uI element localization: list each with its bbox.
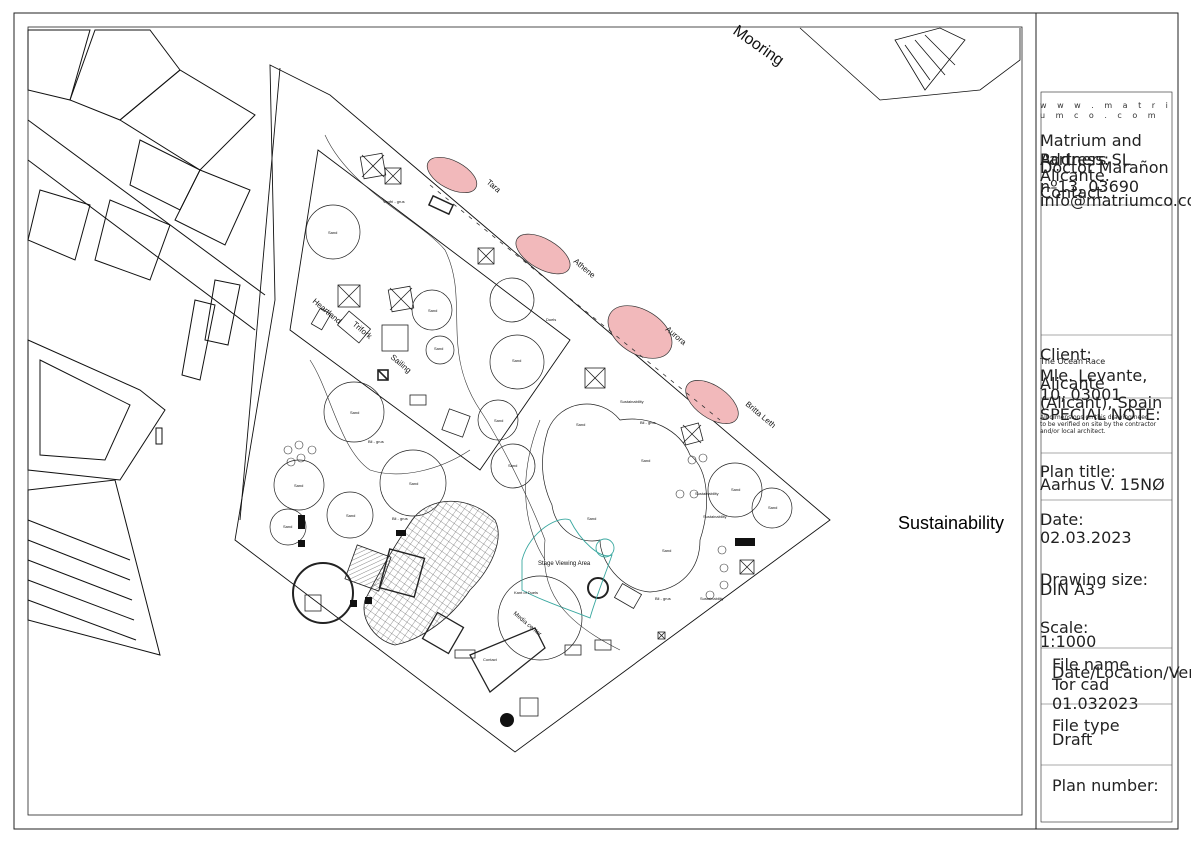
scale-label: Scale: xyxy=(1040,618,1089,637)
plan-title: Aarhus V. 15NØ xyxy=(1040,475,1165,494)
label-athene: Athene xyxy=(572,257,598,281)
file-type-label: File type xyxy=(1052,716,1120,735)
stage-sand-blob xyxy=(542,403,707,593)
stage-viewing-area xyxy=(521,518,615,619)
label-sustainability-b: Sustainability xyxy=(695,491,719,496)
special-note-line-2: to be verified on site by the contractor xyxy=(1040,421,1157,428)
date-label: Date: xyxy=(1040,510,1084,529)
black-marker xyxy=(500,713,514,727)
label-sand-2: Sand xyxy=(428,308,437,313)
boat-aurora xyxy=(607,305,673,359)
boats xyxy=(426,156,739,424)
pier-line xyxy=(429,184,721,421)
boat-athene xyxy=(515,233,571,275)
label-sand-6: Sand xyxy=(494,418,503,423)
address-line-2: Alicante. xyxy=(1040,166,1110,185)
label-sustainability-c: Sustainability xyxy=(703,514,727,519)
client-label: Client: xyxy=(1040,345,1092,364)
address-line-1: Doctor Marañon nº13, 03690 xyxy=(1040,158,1169,196)
label-sand-17: Sand xyxy=(768,505,777,510)
scale-value: 1:1000 xyxy=(1040,632,1097,651)
label-sand-14: Sand xyxy=(587,516,596,521)
file-type-value: Draft xyxy=(1052,730,1093,749)
file-name-label: File name xyxy=(1052,655,1130,674)
label-sand-11: Sand xyxy=(283,524,292,529)
solid-markers xyxy=(298,515,755,727)
label-sand-1: Sand xyxy=(328,230,337,235)
file-name-value: Tor cad 01.032023 xyxy=(1052,675,1139,713)
file-name-sublabel: Date/Location/Version xyxy=(1052,663,1191,682)
plan-number-label: Plan number: xyxy=(1052,776,1159,795)
paths xyxy=(309,134,621,651)
label-sand-9: Sand xyxy=(409,481,418,486)
title-block-frame xyxy=(1040,91,1173,823)
client-address-1: Mle. Levante, 10, 03001 xyxy=(1040,366,1148,404)
label-sand-12: Sand xyxy=(576,422,585,427)
label-britta-leth: Britta Leth xyxy=(744,400,778,430)
label-sustainability-a: Sustainability xyxy=(620,399,644,404)
address-label: Address: xyxy=(1040,150,1110,169)
label-kant: Kant of Duels xyxy=(514,590,538,595)
grid-hatched-area xyxy=(363,501,499,646)
client-address-2: Alicante (Alicant), Spain xyxy=(1040,374,1163,412)
label-duels: Duels xyxy=(546,317,556,322)
label-sand-5: Sand xyxy=(350,410,359,415)
label-media-center: Media center xyxy=(512,611,542,638)
boat-britta-leth xyxy=(685,380,739,424)
special-note-line-3: and/or local architect. xyxy=(1040,428,1106,435)
label-sand-15: Sand xyxy=(662,548,671,553)
landmark-circle xyxy=(292,562,354,624)
contact-email[interactable]: info@matriumco.com xyxy=(1040,191,1191,210)
label-sand-13: Sand xyxy=(641,458,650,463)
company-name: Matrium and Partners SL xyxy=(1040,131,1142,169)
structures xyxy=(304,152,755,717)
date-value: 02.03.2023 xyxy=(1040,528,1132,547)
label-sand-4: Sand xyxy=(512,358,521,363)
label-bli-grus-1: Bli - grus xyxy=(368,439,384,444)
drawing-frame xyxy=(27,26,1023,816)
label-contact: Contact xyxy=(483,657,498,662)
label-sand-16: Sand xyxy=(731,487,740,492)
client-name: The Ocean Race xyxy=(1040,357,1106,366)
contact-label: Contact: xyxy=(1040,183,1108,202)
title-block-separators xyxy=(1041,204,1172,766)
label-sand-10: Sand xyxy=(346,513,355,518)
label-sailing: Sailing xyxy=(389,353,413,375)
site-boundary xyxy=(234,64,831,753)
label-sand-7: Sand xyxy=(508,463,517,468)
plan-title-label: Plan title: xyxy=(1040,462,1116,481)
label-sand-8: Sand xyxy=(294,483,303,488)
label-bli-grus-2: Bli - grus xyxy=(640,420,656,425)
neighbouring-buildings xyxy=(27,29,266,656)
sheet-border xyxy=(13,12,1179,830)
label-sustainability-d: Sustainability xyxy=(700,596,724,601)
drawing-size-value: DIN A3 xyxy=(1040,580,1096,599)
label-bli-grus-3: Bli - grus xyxy=(392,516,408,521)
top-right-buildings xyxy=(799,27,1021,101)
website-url: w w w . m a t r i u m c o . c o m xyxy=(1040,101,1172,120)
sustainability-label: Sustainability xyxy=(898,513,1005,533)
special-note-line-1: All dimensions on this drawing need xyxy=(1040,414,1149,421)
drawing-size-label: Drawing size: xyxy=(1040,570,1149,589)
label-bli-grus-4: Bli - grus xyxy=(655,596,671,601)
boat-tara xyxy=(426,156,478,194)
label-vegfri-grus: Vegfri - grus xyxy=(383,199,405,204)
mooring-label: Mooring xyxy=(730,22,787,69)
label-sand-3: Sand xyxy=(434,346,443,351)
label-tara: Tara xyxy=(485,178,503,195)
trees xyxy=(283,440,729,600)
special-note-label: SPECIAL NOTE: xyxy=(1040,405,1161,424)
label-stage-viewing: Stage Viewing Area xyxy=(538,561,591,567)
